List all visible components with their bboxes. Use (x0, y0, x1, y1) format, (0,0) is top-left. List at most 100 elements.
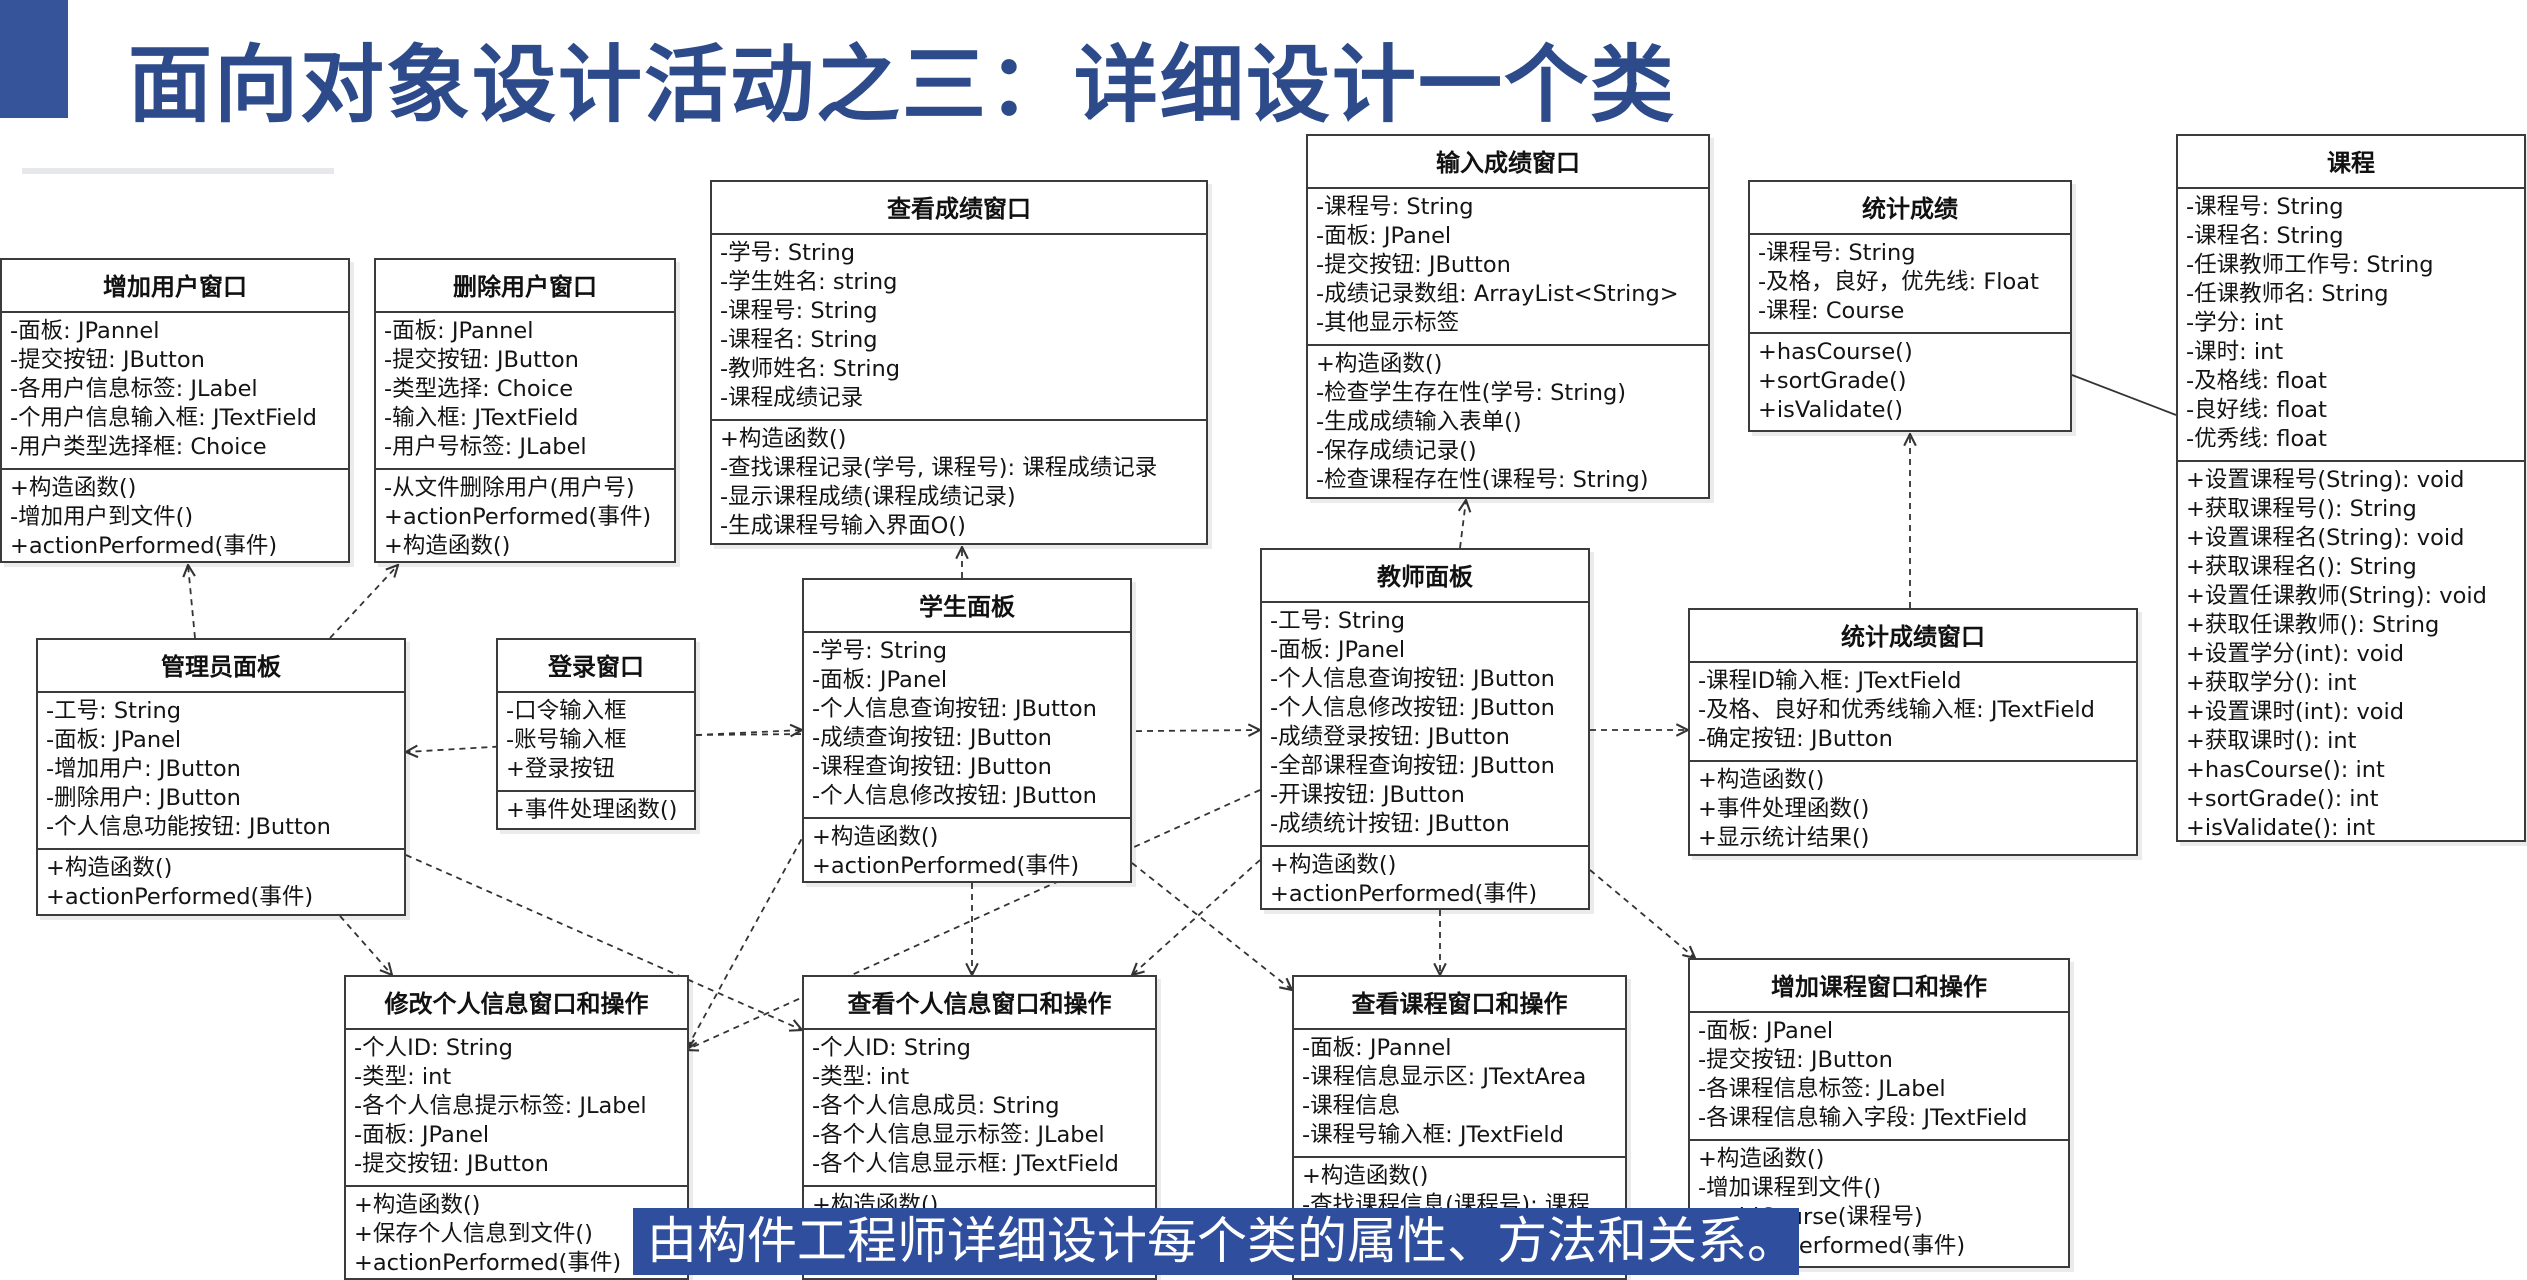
method: +actionPerformed(事件) (46, 884, 314, 910)
class-name: 管理员面板 (38, 640, 404, 693)
class-login-window[interactable]: 登录窗口-口令输入框-账号输入框+登录按钮+事件处理函数() (496, 638, 696, 830)
attribute: -良好线: float (2186, 397, 2327, 423)
class-student-panel[interactable]: 学生面板-学号: String-面板: JPanel-个人信息查询按钮: JBu… (802, 578, 1132, 883)
relation-teacher-panel-to-view-personal-info-window (1132, 859, 1261, 975)
class-name: 查看个人信息窗口和操作 (804, 977, 1155, 1030)
method-list: +构造函数() +actionPerformed(事件) (1262, 845, 1588, 908)
method: +事件处理函数() (506, 797, 678, 823)
attribute: -课程号: String (1316, 194, 1474, 220)
method: +构造函数() (1698, 767, 1825, 793)
method: -增加用户到文件() (10, 504, 194, 530)
attribute: -类型选择: Choice (384, 376, 574, 402)
method: +构造函数() (1698, 1146, 1825, 1172)
attribute: -课程名: String (2186, 223, 2344, 249)
method: -保存成绩记录() (1316, 438, 1477, 464)
method: +构造函数() (812, 824, 939, 850)
attribute: -各个人信息显示标签: JLabel (812, 1122, 1105, 1148)
method: +actionPerformed(事件) (384, 504, 652, 530)
class-view-grades-window[interactable]: 查看成绩窗口-学号: String-学生姓名: string-课程号: Stri… (710, 180, 1208, 545)
method-list: +hasCourse()+sortGrade()+isValidate() (1750, 332, 2070, 430)
attribute: -输入框: JTextField (384, 405, 579, 431)
attribute: -个人信息查询按钮: JButton (1270, 666, 1555, 692)
method-list: +构造函数()+保存个人信息到文件()+actionPerformed(事件) (346, 1185, 687, 1278)
attribute-list: -面板: JPannel-课程信息显示区: JTextArea-课程信息-课程号… (1294, 1030, 1625, 1156)
attribute: -口令输入框 (506, 698, 627, 724)
attribute: -课程信息显示区: JTextArea (1302, 1064, 1587, 1090)
attribute: -成绩查询按钮: JButton (812, 725, 1052, 751)
class-grade-statistics-window[interactable]: 统计成绩窗口-课程ID输入框: JTextField-及格、良好和优秀线输入框:… (1688, 608, 2138, 856)
attribute: -各课程信息标签: JLabel (1698, 1076, 1946, 1102)
method: +事件处理函数() (1698, 796, 1870, 822)
attribute: -及格，良好，优先线: Float (1758, 269, 2039, 295)
attribute: -学分: int (2186, 310, 2284, 336)
method-list: +设置课程号(String): void+获取课程号(): String+设置课… (2178, 460, 2524, 841)
attribute: -成绩登录按钮: JButton (1270, 724, 1510, 750)
class-name: 登录窗口 (498, 640, 694, 693)
method-list: +构造函数()+actionPerformed(事件) (804, 817, 1130, 881)
attribute: -提交按钮: JButton (1698, 1047, 1893, 1073)
method-list: +构造函数()-查找课程记录(学号, 课程号): 课程成绩记录-显示课程成绩(课… (712, 419, 1206, 543)
method: +actionPerformed(事件) (1270, 881, 1538, 907)
class-name: 查看课程窗口和操作 (1294, 977, 1625, 1030)
class-name: 增加用户窗口 (2, 260, 348, 313)
attribute: -增加用户: JButton (46, 756, 241, 782)
attribute: -个人信息修改按钮: JButton (812, 783, 1097, 809)
class-name: 课程 (2178, 136, 2524, 189)
class-course[interactable]: 课程 -课程号: String -课程名: String -任课教师工作号: Stri… (2176, 134, 2526, 842)
attribute: -教师姓名: String (720, 356, 901, 382)
method: -检查学生存在性(学号: String) (1316, 380, 1627, 406)
attribute: -全部课程查询按钮: JButton (1270, 753, 1555, 779)
method: +构造函数() (1302, 1163, 1429, 1189)
method: -从文件删除用户(用户号) (384, 475, 635, 501)
attribute: -类型: int (812, 1064, 910, 1090)
attribute: -课程号: String (2186, 194, 2344, 220)
attribute: -任课教师工作号: String (2186, 252, 2434, 278)
method-list: +构造函数()+事件处理函数()+显示统计结果() (1690, 760, 2136, 854)
attribute: -提交按钮: JButton (1316, 252, 1511, 278)
method: +构造函数() (1316, 351, 1443, 377)
attribute: -课程号输入框: JTextField (1302, 1122, 1564, 1148)
method: -生成课程号输入界面O() (720, 513, 966, 539)
attribute: -提交按钮: JButton (384, 347, 579, 373)
attribute: -课程名: String (720, 327, 878, 353)
class-teacher-panel[interactable]: 教师面板-工号: String-面板: JPanel-个人信息查询按钮: JBu… (1260, 548, 1590, 910)
relation-teacher-panel-to-enter-grades-window (1460, 500, 1466, 549)
attribute: -任课教师名: String (2186, 281, 2389, 307)
attribute: -提交按钮: JButton (10, 347, 205, 373)
attribute: -账号输入框 (506, 727, 627, 753)
method: +hasCourse() (1758, 339, 1913, 365)
attribute: -面板: JPanel (812, 667, 948, 693)
method: +获取课程号(): String (2186, 496, 2417, 522)
attribute: -及格、良好和优秀线输入框: JTextField (1698, 697, 2095, 723)
relation-teacher-panel-to-add-course-window (1589, 869, 1695, 958)
attribute: -优秀线: float (2186, 426, 2327, 452)
title-accent-bar (0, 0, 68, 118)
class-delete-user-window[interactable]: 删除用户窗口-面板: JPannel-提交按钮: JButton-类型选择: C… (374, 258, 676, 563)
attribute-list: -课程号: String-面板: JPanel-提交按钮: JButton-成绩… (1308, 189, 1708, 344)
method: +构造函数() (720, 426, 847, 452)
relation-admin-panel-to-edit-personal-info-window (339, 915, 392, 975)
attribute: -各个人信息显示框: JTextField (812, 1151, 1119, 1177)
attribute: -个人ID: String (812, 1035, 971, 1061)
attribute-list: -面板: JPannel-提交按钮: JButton-类型选择: Choice-… (376, 313, 674, 468)
attribute: -提交按钮: JButton (354, 1151, 549, 1177)
method-list: -从文件删除用户(用户号)+actionPerformed(事件)+构造函数() (376, 468, 674, 561)
method: +设置课程名(String): void (2186, 525, 2465, 551)
attribute: -个人信息功能按钮: JButton (46, 814, 331, 840)
attribute: -其他显示标签 (1316, 310, 1460, 336)
class-add-user-window[interactable]: 增加用户窗口-面板: JPannel-提交按钮: JButton-各用户信息标签… (0, 258, 350, 563)
class-enter-grades-window[interactable]: 输入成绩窗口-课程号: String-面板: JPanel-提交按钮: JBut… (1306, 134, 1710, 499)
attribute-list: -口令输入框-账号输入框+登录按钮 (498, 693, 694, 790)
attribute: -课程信息 (1302, 1093, 1401, 1119)
attribute-list: -面板: JPanel-提交按钮: JButton-各课程信息标签: JLabe… (1690, 1013, 2068, 1139)
class-grade-statistics[interactable]: 统计成绩-课程号: String-及格，良好，优先线: Float-课程: Co… (1748, 180, 2072, 432)
attribute: -课程查询按钮: JButton (812, 754, 1052, 780)
attribute: -成绩统计按钮: JButton (1270, 811, 1510, 837)
method: +isValidate(): int (2186, 815, 2376, 841)
attribute: -用户类型选择框: Choice (10, 434, 267, 460)
attribute: -面板: JPanel (354, 1122, 490, 1148)
method: +构造函数() (1270, 852, 1397, 878)
method-list: +构造函数()-增加用户到文件()+actionPerformed(事件) (2, 468, 348, 561)
class-admin-panel[interactable]: 管理员面板-工号: String-面板: JPanel-增加用户: JButto… (36, 638, 406, 916)
